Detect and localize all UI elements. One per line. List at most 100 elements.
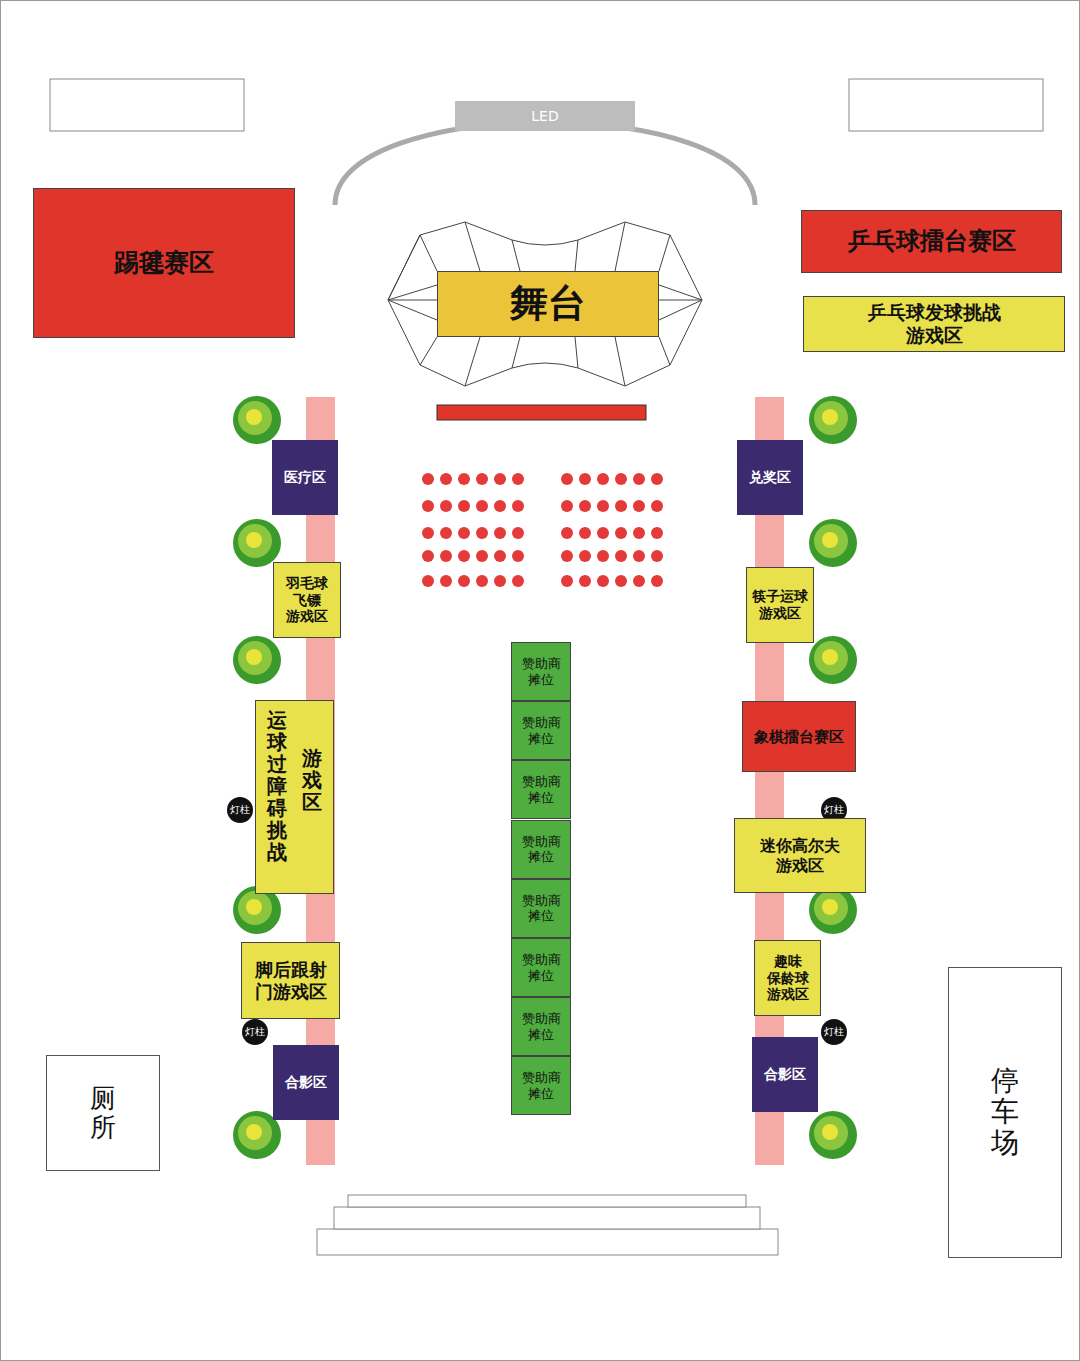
- zone-label: 赞助商 摊位: [515, 952, 567, 983]
- zone-label: 赞助商 摊位: [515, 1070, 567, 1101]
- sponsor-booth: 赞助商 摊位: [511, 701, 571, 760]
- zone-label: 筷子运球 游戏区: [750, 588, 810, 622]
- zone-label: 灯柱: [230, 804, 250, 816]
- light-pole: 灯柱: [227, 797, 253, 823]
- zone-label: 合影区: [764, 1066, 806, 1083]
- seat-dot: [476, 550, 488, 562]
- seat-dot: [597, 550, 609, 562]
- seat-dot: [651, 575, 663, 587]
- seat-dot: [561, 527, 573, 539]
- service-box: 医疗区: [272, 440, 338, 515]
- zone-label: 灯柱: [245, 1026, 265, 1038]
- game-box: 羽毛球 飞镖 游戏区: [273, 562, 341, 638]
- seat-dot: [512, 500, 524, 512]
- sponsor-booth: 赞助商 摊位: [511, 997, 571, 1056]
- blank-box: [849, 79, 1043, 131]
- zone-label: 赞助商 摊位: [515, 1011, 567, 1042]
- seat-dot: [561, 500, 573, 512]
- seat-dot: [512, 550, 524, 562]
- facility-box: 厕所: [46, 1055, 160, 1171]
- zone-label: 厕所: [90, 1084, 116, 1141]
- zone-label: 游戏区: [302, 747, 322, 813]
- seat-dot: [651, 527, 663, 539]
- seat-dot: [458, 575, 470, 587]
- zone-box: 乒乓球擂台赛区: [801, 210, 1062, 273]
- seat-dot: [458, 527, 470, 539]
- seat-dot: [561, 550, 573, 562]
- zone-label: 迷你高尔夫 游戏区: [738, 836, 862, 874]
- zone-label: 羽毛球 飞镖 游戏区: [277, 575, 337, 625]
- seat-dot: [615, 473, 627, 485]
- seat-dot: [494, 500, 506, 512]
- seat-dot: [651, 473, 663, 485]
- zone-label: 舞台: [510, 281, 586, 327]
- seat-dot: [579, 575, 591, 587]
- zone-label: 医疗区: [284, 469, 326, 486]
- seat-dot: [561, 473, 573, 485]
- blank-box: [50, 79, 244, 131]
- zone-label: 乒乓球擂台赛区: [848, 227, 1016, 256]
- seat-dot: [512, 575, 524, 587]
- seat-dot: [440, 575, 452, 587]
- seat-dot: [579, 527, 591, 539]
- seat-dot: [458, 500, 470, 512]
- seat-dot: [597, 500, 609, 512]
- zone-box: 踢毽赛区: [33, 188, 295, 338]
- seat-dot: [633, 473, 645, 485]
- zone-label: 灯柱: [824, 1026, 844, 1038]
- seat-dot: [476, 473, 488, 485]
- light-pole: 灯柱: [242, 1019, 268, 1045]
- sponsor-booth: 赞助商 摊位: [511, 820, 571, 879]
- seat-dot: [494, 575, 506, 587]
- zone-label: 赞助商 摊位: [515, 715, 567, 746]
- seat-dot: [422, 575, 434, 587]
- sponsor-booth: 赞助商 摊位: [511, 642, 571, 701]
- seat-dot: [422, 473, 434, 485]
- seat-dot: [440, 550, 452, 562]
- seat-dot: [440, 527, 452, 539]
- seat-dot: [651, 500, 663, 512]
- seat-dot: [579, 500, 591, 512]
- game-box: 运球过障碍挑战游戏区: [255, 700, 334, 894]
- seat-dot: [633, 500, 645, 512]
- seat-dot: [597, 473, 609, 485]
- zone-label: 赞助商 摊位: [515, 774, 567, 805]
- service-box: 合影区: [752, 1037, 818, 1112]
- zone-label: 趣味 保龄球 游戏区: [758, 953, 817, 1003]
- seat-dot: [512, 527, 524, 539]
- seat-dot: [561, 575, 573, 587]
- seat-dot: [494, 473, 506, 485]
- seat-dot: [512, 473, 524, 485]
- led-screen: LED: [455, 101, 635, 131]
- zone-label: 象棋擂台赛区: [754, 728, 844, 746]
- zone-box: 乒乓球发球挑战 游戏区: [803, 296, 1065, 352]
- audience-seats: [422, 473, 663, 587]
- trees: [233, 396, 857, 1159]
- seat-dot: [615, 527, 627, 539]
- zone-label: 赞助商 摊位: [515, 834, 567, 865]
- seat-dot: [440, 473, 452, 485]
- red-bar: [437, 405, 646, 420]
- seat-dot: [458, 550, 470, 562]
- zone-box: 象棋擂台赛区: [742, 701, 856, 772]
- seat-dot: [494, 527, 506, 539]
- sponsor-booth: 赞助商 摊位: [511, 1056, 571, 1115]
- seat-dot: [615, 575, 627, 587]
- seat-dot: [476, 575, 488, 587]
- zone-label: 灯柱: [824, 804, 844, 816]
- sponsor-booth: 赞助商 摊位: [511, 879, 571, 938]
- led-arc: [335, 123, 755, 206]
- game-box: 脚后跟射 门游戏区: [241, 942, 340, 1019]
- seat-dot: [476, 500, 488, 512]
- game-box: 筷子运球 游戏区: [746, 567, 814, 643]
- stage-box: 舞台: [437, 271, 659, 337]
- zone-label: 脚后跟射 门游戏区: [245, 959, 336, 1002]
- zone-label: LED: [531, 108, 558, 125]
- game-box: 趣味 保龄球 游戏区: [754, 940, 821, 1016]
- zone-label: 停车场: [991, 1066, 1019, 1158]
- seat-dot: [422, 527, 434, 539]
- seat-dot: [633, 527, 645, 539]
- seat-dot: [422, 550, 434, 562]
